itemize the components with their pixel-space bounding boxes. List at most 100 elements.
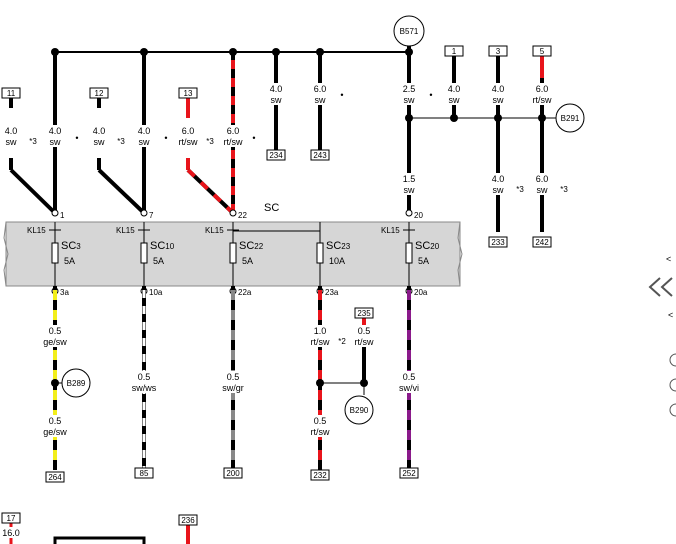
svg-text:23a: 23a [325, 288, 339, 297]
svg-text:rt/sw: rt/sw [224, 137, 243, 147]
svg-text:3a: 3a [60, 288, 69, 297]
wire-label-w_sc10: 0.5sw/ws [130, 371, 158, 393]
svg-text:KL15: KL15 [205, 226, 224, 235]
svg-text:232: 232 [313, 471, 327, 480]
svg-text:sw: sw [449, 95, 461, 105]
wire-label-w13: 6.0rt/sw *3 [174, 125, 214, 147]
b290-connector: B290 [344, 395, 374, 425]
wire-label-w_sc3_b: 0.5ge/sw [41, 415, 69, 437]
svg-text:236: 236 [181, 516, 195, 525]
svg-text:17: 17 [7, 514, 16, 523]
svg-text:6.0: 6.0 [536, 174, 549, 184]
svg-text:264: 264 [48, 473, 62, 482]
svg-text:1.5: 1.5 [403, 174, 416, 184]
svg-text:13: 13 [184, 89, 193, 98]
terminal-233: 233 [488, 236, 508, 248]
bottom-frame [53, 536, 146, 544]
svg-text:sw/gr: sw/gr [222, 383, 244, 393]
svg-text:4.0: 4.0 [49, 126, 62, 136]
wire-label-w_sc23_b: 0.5rt/sw [306, 415, 334, 437]
svg-text:4.0: 4.0 [492, 84, 505, 94]
terminal-243: 243 [310, 149, 330, 161]
svg-text:ge/sw: ge/sw [43, 427, 67, 437]
svg-text:sw: sw [404, 95, 416, 105]
separator-dot: • [340, 90, 343, 100]
svg-text:B290: B290 [350, 406, 369, 415]
fuse-element [316, 242, 324, 264]
b291-connector: B291 [555, 103, 585, 133]
svg-text:rt/sw: rt/sw [311, 427, 330, 437]
radio-icon [669, 353, 676, 367]
svg-text:252: 252 [402, 469, 416, 478]
wire-12-diag [97, 168, 146, 215]
svg-text:12: 12 [95, 89, 104, 98]
svg-text:sw: sw [94, 137, 106, 147]
terminal-200: 200 [223, 467, 243, 479]
svg-text:11: 11 [7, 89, 16, 98]
b289-connector: B289 [61, 368, 91, 398]
svg-text:rt/sw: rt/sw [179, 137, 198, 147]
svg-text:0.5: 0.5 [49, 416, 62, 426]
svg-text:242: 242 [535, 238, 549, 247]
svg-text:2.5: 2.5 [403, 84, 416, 94]
partial-side-icons: < < [648, 254, 676, 417]
svg-text:10A: 10A [329, 256, 345, 266]
separator-dot: • [252, 133, 255, 143]
svg-text:233: 233 [491, 238, 505, 247]
svg-text:*2: *2 [338, 337, 346, 346]
svg-text:ge/sw: ge/sw [43, 337, 67, 347]
svg-text:6.0: 6.0 [182, 126, 195, 136]
wire-labels: 4.0sw*34.0sw4.0sw*34.0sw6.0rt/sw*36.0rt/… [0, 83, 568, 538]
svg-text:6.0: 6.0 [314, 84, 327, 94]
svg-text:5A: 5A [153, 256, 164, 266]
wire-label-w_sc3_a: 0.5ge/sw [41, 325, 69, 347]
terminal-264: 264 [45, 471, 65, 483]
separator-dot: • [429, 90, 432, 100]
fuse-box-edge-left [3, 221, 9, 287]
svg-text:4.0: 4.0 [270, 84, 283, 94]
svg-text:sw: sw [493, 185, 505, 195]
svg-text:SC3: SC3 [61, 240, 81, 252]
svg-text:sw: sw [271, 95, 283, 105]
svg-text:234: 234 [269, 151, 283, 160]
terminal-232: 232 [310, 469, 330, 481]
wire-label-w12: 4.0sw*3 [85, 125, 125, 147]
wire-label-w17: 16.0 [0, 527, 25, 538]
wire-label-w3: 4.0sw [484, 83, 512, 105]
svg-text:4.0: 4.0 [138, 126, 151, 136]
separator-dot: • [164, 133, 167, 143]
svg-text:*3: *3 [206, 137, 214, 146]
svg-text:B289: B289 [67, 379, 86, 388]
fuse-element [229, 242, 237, 264]
svg-text:KL15: KL15 [116, 226, 135, 235]
terminal-11: 11 [1, 87, 21, 99]
svg-text:7: 7 [149, 211, 154, 220]
terminal-234: 234 [266, 149, 286, 161]
terminal-252: 252 [399, 467, 419, 479]
svg-text:5: 5 [540, 47, 545, 56]
terminal-17: 17 [1, 512, 21, 524]
svg-text:sw: sw [6, 137, 18, 147]
svg-text:KL15: KL15 [27, 226, 46, 235]
svg-text:3: 3 [496, 47, 501, 56]
svg-text:4.0: 4.0 [448, 84, 461, 94]
svg-text:0.5: 0.5 [227, 372, 240, 382]
svg-text:5A: 5A [242, 256, 253, 266]
wire-label-w_sc20_top: 1.5sw [395, 173, 423, 195]
terminal-12: 12 [89, 87, 109, 99]
svg-text:200: 200 [226, 469, 240, 478]
svg-text:SC10: SC10 [150, 240, 175, 252]
svg-text:1: 1 [452, 47, 457, 56]
terminal-235: 235 [354, 307, 374, 319]
svg-text:rt/sw: rt/sw [533, 95, 552, 105]
svg-text:0.5: 0.5 [314, 416, 327, 426]
wire-label-w_sc3_top: 4.0sw [41, 125, 69, 147]
wire-label-w_b571: 2.5sw [395, 83, 423, 105]
svg-text:6.0: 6.0 [536, 84, 549, 94]
svg-text:*3: *3 [117, 137, 125, 146]
wire-label-w_sc20: 0.5sw/vi [395, 371, 423, 393]
svg-text:4.0: 4.0 [5, 126, 18, 136]
